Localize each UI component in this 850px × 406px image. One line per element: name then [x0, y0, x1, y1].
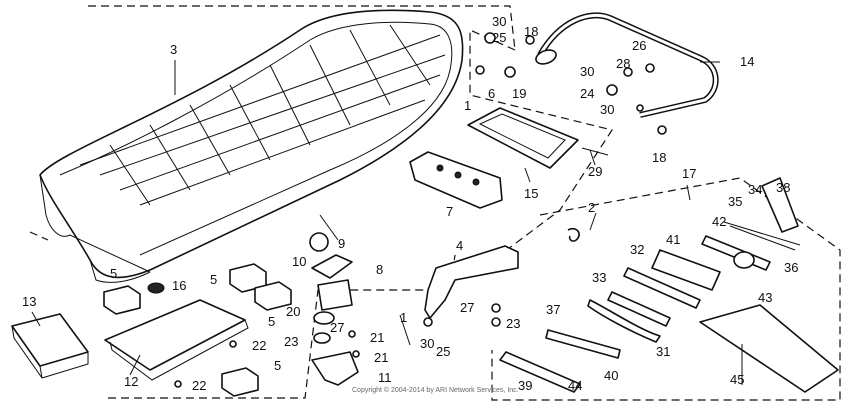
tool-kit [499, 177, 839, 393]
tray-12 [104, 299, 249, 381]
label-8: 8 [376, 262, 383, 277]
label-28: 28 [616, 56, 630, 71]
label-7: 7 [446, 204, 453, 219]
label-3: 3 [170, 42, 177, 57]
label-5: 5 [268, 314, 275, 329]
label-32: 32 [630, 242, 644, 257]
label-43: 43 [758, 290, 772, 305]
label-30: 30 [492, 14, 506, 29]
label-37: 37 [546, 302, 560, 317]
tray-15 [467, 107, 579, 169]
label-30: 30 [420, 336, 434, 351]
label-33: 33 [592, 270, 606, 285]
label-5: 5 [110, 266, 117, 281]
label-22: 22 [192, 378, 206, 393]
label-15: 15 [524, 186, 538, 201]
label-30: 30 [600, 102, 614, 117]
label-20: 20 [286, 304, 300, 319]
label-30: 30 [580, 64, 594, 79]
label-35: 35 [728, 194, 742, 209]
label-5: 5 [210, 272, 217, 287]
label-1: 1 [400, 310, 407, 325]
label-5: 5 [274, 358, 281, 373]
label-21: 21 [370, 330, 384, 345]
leader-lines [31, 60, 743, 385]
label-29: 29 [588, 164, 602, 179]
label-10: 10 [292, 254, 306, 269]
label-26: 26 [632, 38, 646, 53]
label-25: 25 [492, 30, 506, 45]
seat-latch-8 [309, 232, 359, 386]
label-41: 41 [666, 232, 680, 247]
label-14: 14 [740, 54, 754, 69]
part-labels: 3 13 5 16 5 5 12 22 22 5 9 10 8 20 27 23… [22, 14, 798, 394]
seat-assembly [39, 9, 464, 283]
label-18: 18 [524, 24, 538, 39]
label-45: 45 [730, 372, 744, 387]
label-21: 21 [374, 350, 388, 365]
label-31: 31 [656, 344, 670, 359]
label-40: 40 [604, 368, 618, 383]
label-19: 19 [512, 86, 526, 101]
label-1: 1 [464, 98, 471, 113]
bracket-7 [409, 151, 503, 209]
label-12: 12 [124, 374, 138, 389]
bracket-4 [424, 245, 519, 319]
label-42: 42 [712, 214, 726, 229]
label-38: 38 [776, 180, 790, 195]
label-24: 24 [580, 86, 594, 101]
label-44: 44 [568, 378, 582, 393]
label-18: 18 [652, 150, 666, 165]
label-16: 16 [172, 278, 186, 293]
copyright-text: Copyright © 2004-2014 by ARI Network Ser… [352, 386, 519, 394]
label-36: 36 [784, 260, 798, 275]
label-39: 39 [518, 378, 532, 393]
label-27: 27 [460, 300, 474, 315]
label-6: 6 [488, 86, 495, 101]
label-27: 27 [330, 320, 344, 335]
small-hardware [174, 32, 667, 388]
label-25: 25 [436, 344, 450, 359]
rubber-pads-5 [103, 263, 292, 397]
label-11: 11 [378, 370, 392, 385]
grab-rail-14 [535, 12, 719, 118]
label-23: 23 [284, 334, 298, 349]
label-4: 4 [456, 238, 463, 253]
label-17: 17 [682, 166, 696, 181]
label-34: 34 [748, 182, 762, 197]
label-2: 2 [588, 200, 595, 215]
tool-bag-13 [11, 313, 89, 379]
label-9: 9 [338, 236, 345, 251]
label-23: 23 [506, 316, 520, 331]
label-13: 13 [22, 294, 36, 309]
label-22: 22 [252, 338, 266, 353]
